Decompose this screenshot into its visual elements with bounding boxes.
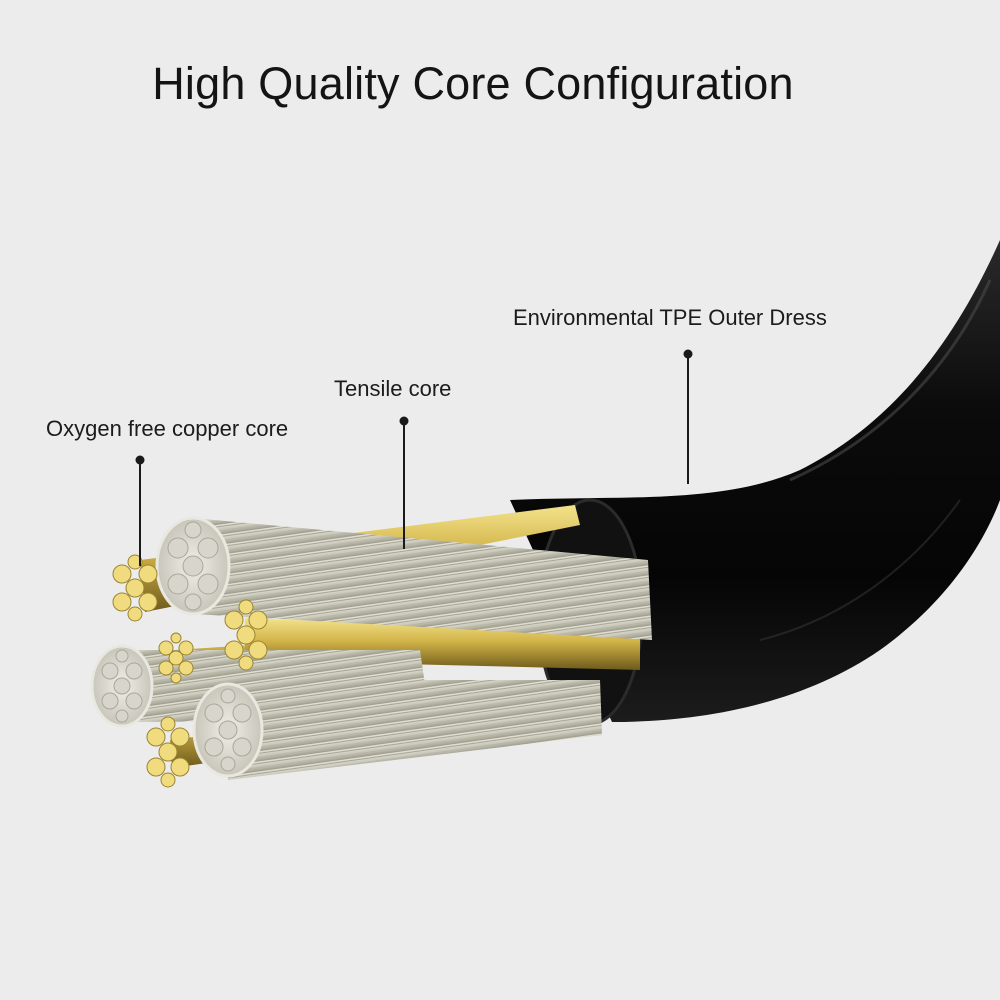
leader-lines (135, 349, 693, 566)
copper-end-3 (224, 599, 268, 671)
copper-end-1 (112, 554, 158, 622)
copper-end-4 (146, 716, 190, 788)
tensile-core-ends (90, 516, 264, 778)
copper-core-ends (112, 554, 268, 788)
page-title: High Quality Core Configuration (152, 58, 794, 109)
label-outer-dress: Environmental TPE Outer Dress (513, 305, 827, 330)
label-copper-core: Oxygen free copper core (46, 416, 289, 441)
copper-end-2 (158, 632, 194, 684)
label-tensile-core: Tensile core (334, 376, 452, 401)
